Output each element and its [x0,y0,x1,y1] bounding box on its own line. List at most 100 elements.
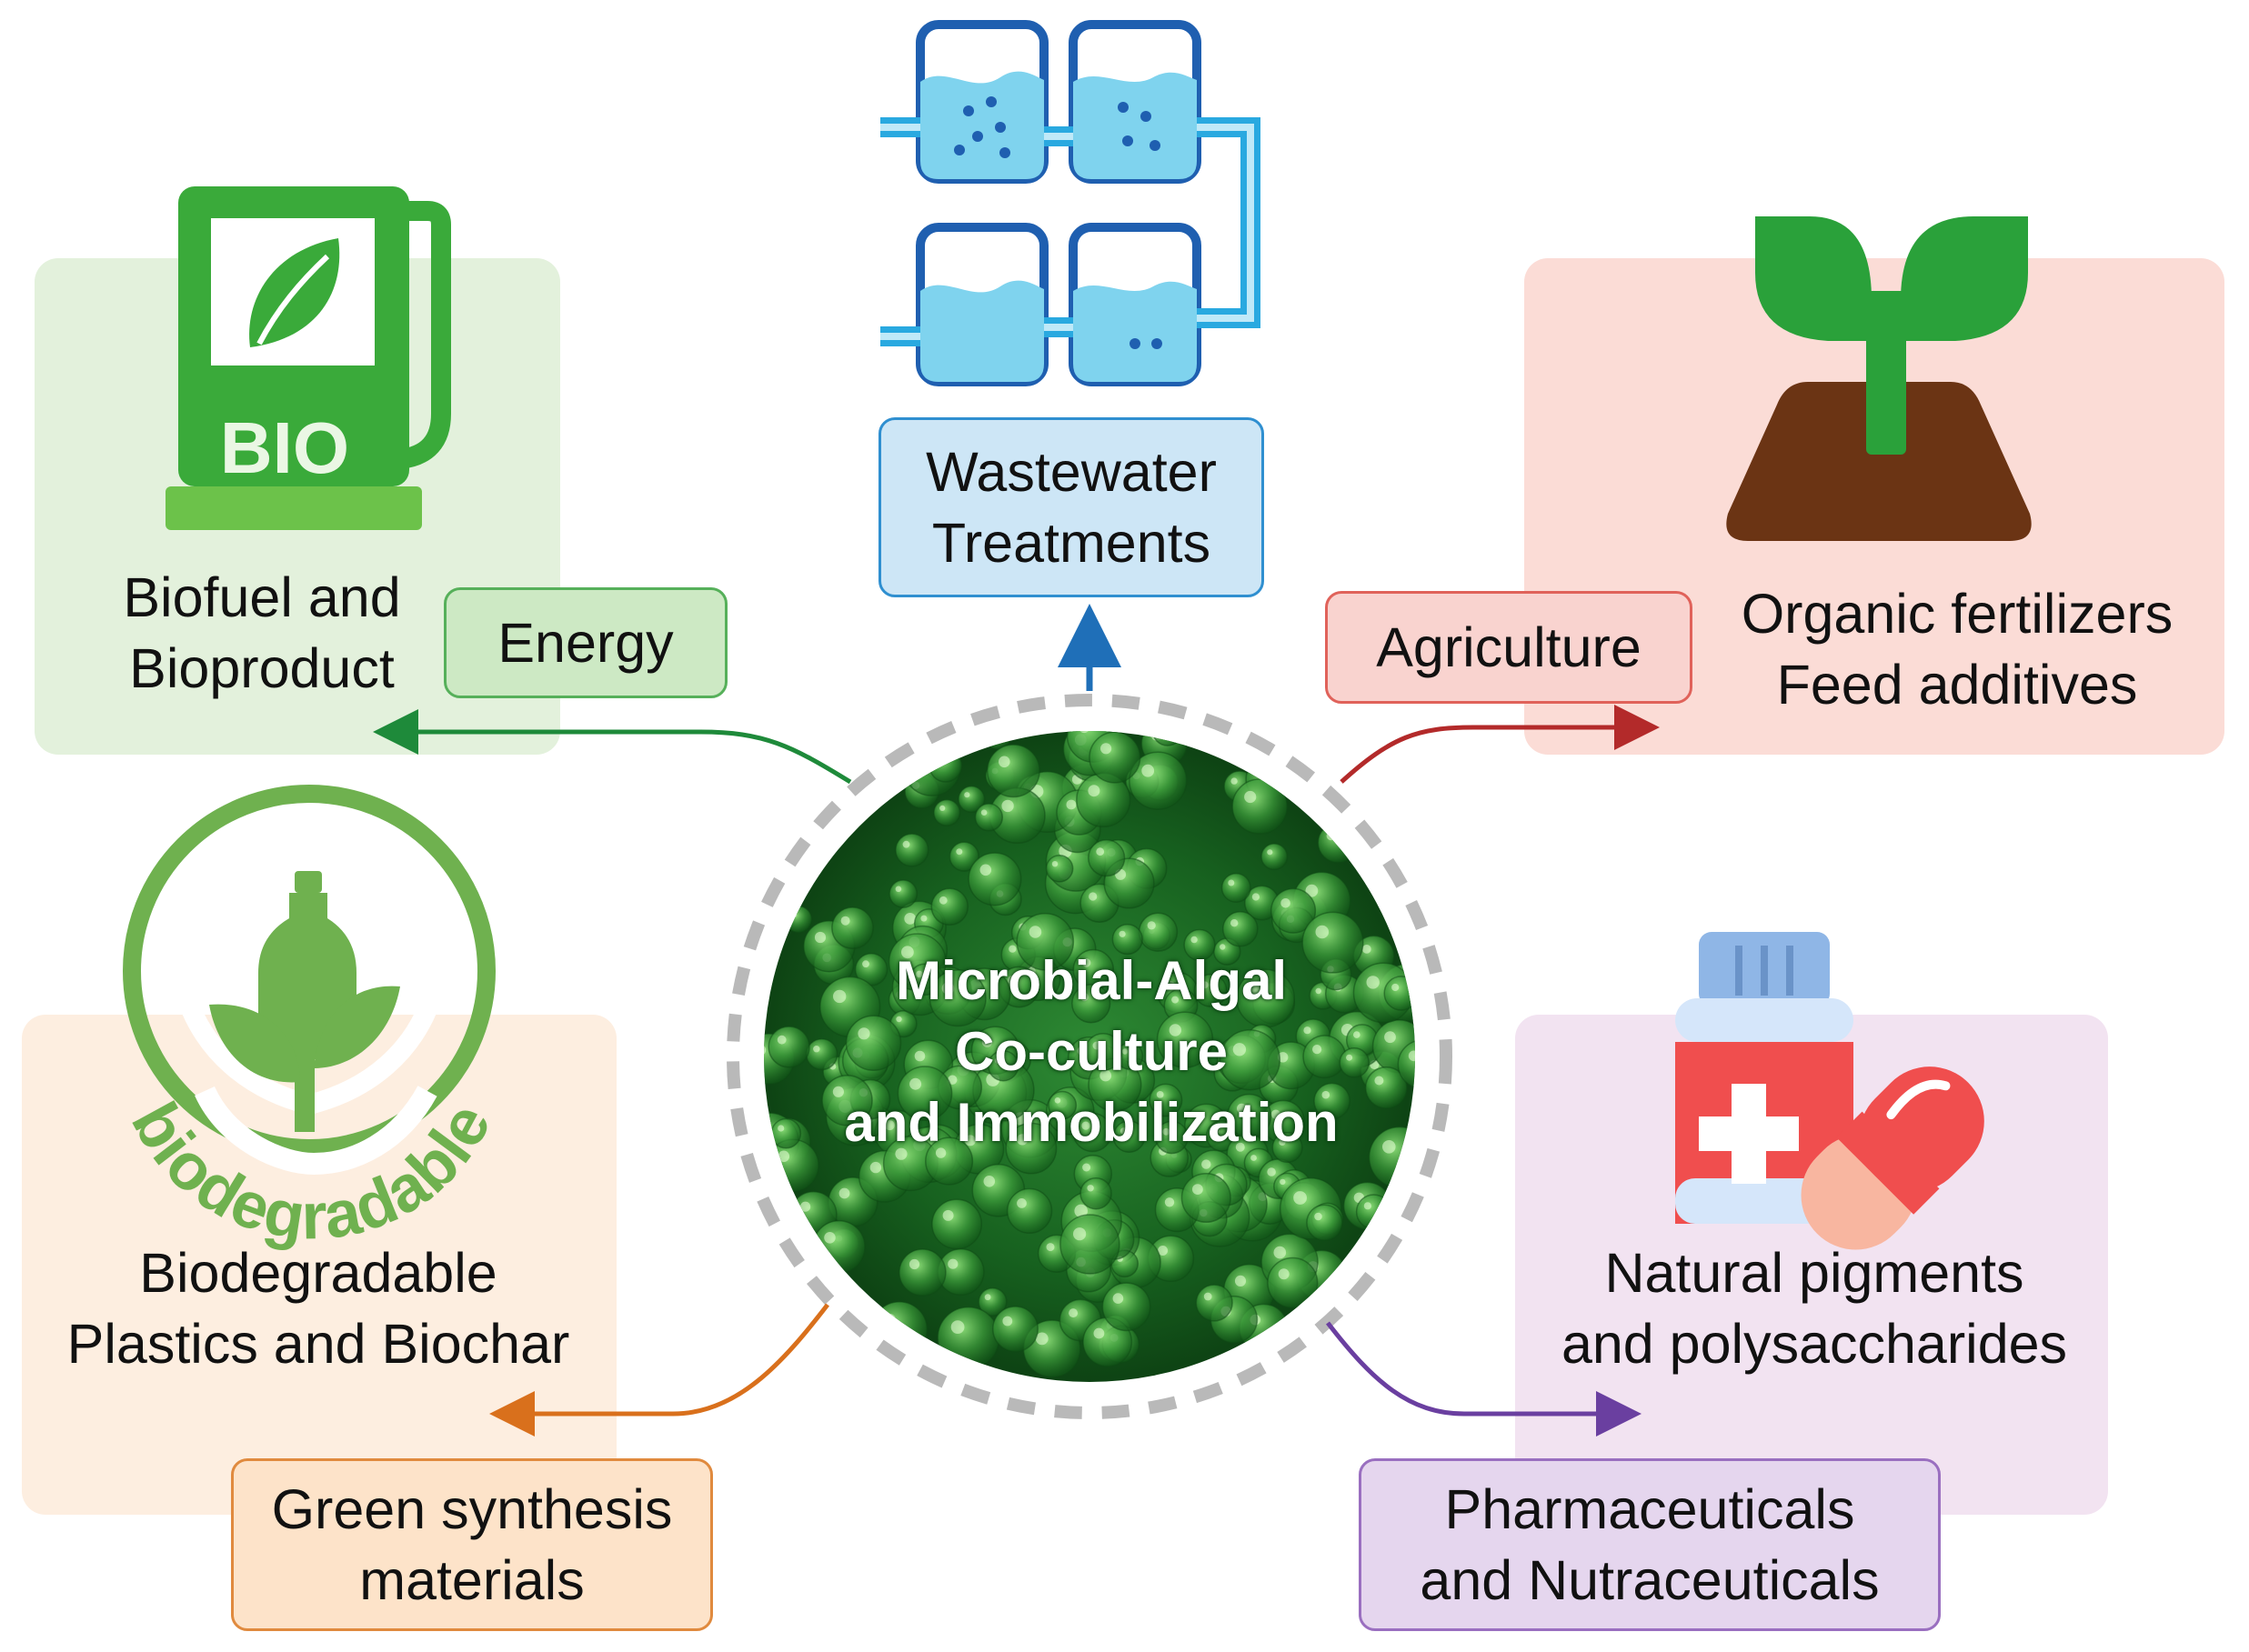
algae-bead-highlight [1315,925,1330,939]
algae-bead-highlight [1230,919,1239,927]
algae-bead-highlight [979,864,992,876]
algae-bead-highlight [1201,981,1209,989]
arrow-energy [373,709,852,785]
algae-bead-highlight [1087,1185,1094,1192]
algae-bead-highlight [884,1120,895,1131]
algae-bead-highlight [1002,1316,1013,1327]
algae-bead-highlight [1353,1031,1360,1038]
algae-bead [895,833,929,867]
algae-bead-highlight [999,756,1010,768]
algae-bead-highlight [1088,785,1100,797]
algae-bead-highlight [1303,1026,1311,1035]
algae-bead-highlight [895,886,902,893]
algae-bead-highlight [950,1320,965,1334]
algae-bead-highlight [948,1258,959,1269]
algae-bead-highlight [832,1086,845,1097]
algae-bead-highlight [1160,722,1166,728]
agriculture-tag: Agriculture [1325,591,1692,704]
center-title-line-3: and Immobilization [844,1092,1339,1153]
algae-bead-highlight [1029,926,1042,938]
algae-bead-highlight [1273,1246,1287,1259]
algae-beads-image [764,721,1415,1382]
algae-bead-highlight [1382,1140,1396,1154]
algae-bead-highlight [1092,1041,1101,1050]
algae-bead-highlight [1220,944,1226,950]
algae-bead-highlight [869,1161,882,1174]
algae-bead [1088,838,1126,877]
algae-bead [1006,1187,1053,1235]
algae-bead-highlight [1267,849,1273,856]
algae-bead-highlight [1312,1045,1322,1055]
algae-bead [1231,778,1288,835]
algae-bead-highlight [1366,976,1380,989]
algae-bead [1195,1284,1233,1322]
algae-bead-highlight [1250,1155,1257,1161]
algae-bead-highlight [1119,1127,1128,1135]
algae-bead-highlight [981,1036,993,1047]
algae-bead-highlight [1190,936,1198,944]
algae-bead-highlight [1008,976,1017,985]
algae-bead-highlight [1086,721,1095,730]
energy-tag: Energy [444,587,728,698]
algae-bead-highlight [920,915,928,922]
algae-bead-highlight [1093,1327,1105,1339]
center-title-line-1: Microbial-Algal [895,950,1288,1011]
algae-bead-highlight [1280,1178,1286,1186]
algae-bead-highlight [1169,1024,1182,1036]
algae-bead-highlight [1141,764,1155,777]
algae-bead [1306,1204,1343,1242]
algae-bead-highlight [1408,1050,1415,1062]
algae-bead-highlight [1017,1134,1029,1146]
algae-bead-highlight [1054,1097,1061,1104]
algae-bead-highlight [1251,893,1260,901]
algae-bead [930,887,969,926]
materials-panel-label: Biodegradable Plastics and Biochar [66,1242,570,1375]
algae-bead-highlight [1192,1184,1203,1195]
algae-bead [1079,1176,1112,1210]
algae-bead-highlight [800,1201,811,1212]
algae-bead [1089,731,1141,784]
algae-bead-highlight [814,931,827,944]
algae-bead [1180,1172,1231,1224]
algae-bead-highlight [840,916,850,926]
algae-bead-highlight [1244,790,1257,804]
algae-bead [968,852,1022,906]
bio-icon-text: BIO [220,407,349,488]
algae-bead-highlight [1119,930,1126,937]
algae-bead-highlight [1234,1275,1247,1287]
algae-bead-highlight [862,960,869,968]
algae-bead-highlight [777,1035,787,1045]
algae-bead [831,906,874,949]
algae-bead-highlight [1074,1204,1088,1218]
algae-bead-highlight [939,805,946,812]
algae-bead-highlight [778,1150,790,1163]
algae-bead-highlight [1235,1142,1245,1152]
algae-bead-highlight [990,731,997,736]
algae-bead [889,879,919,908]
algae-bead-highlight [778,1125,785,1132]
algae-bead-highlight [1278,1268,1290,1280]
algae-bead-highlight [983,1176,996,1187]
algae-bead-highlight [984,1294,991,1301]
algae-bead-highlight [1315,987,1321,995]
algae-bead-highlight [1213,1126,1220,1135]
algae-bead-highlight [1051,861,1059,867]
algae-bead-highlight [813,1046,820,1053]
energy-panel-label: Biofuel and Bioproduct [123,566,401,699]
algae-bead-highlight [916,970,923,978]
sprout-icon [1726,216,2032,541]
algae-bead-highlight [1089,892,1098,901]
algae-bead [992,1306,1039,1353]
center-title: Microbial-Algal Co-culture and Immobiliz… [764,946,1419,1158]
algae-bead [929,748,963,783]
arrow-pharma [1326,1321,1642,1437]
algae-bead-highlight [1305,884,1319,897]
algae-bead-highlight [1374,1076,1384,1086]
algae-bead [986,744,1040,798]
algae-bead-highlight [956,848,963,856]
algae-bead-highlight [1346,1054,1353,1061]
algae-bead-highlight [824,1232,836,1244]
algae-bead-highlight [1164,1197,1175,1207]
algae-bead [1220,873,1251,903]
